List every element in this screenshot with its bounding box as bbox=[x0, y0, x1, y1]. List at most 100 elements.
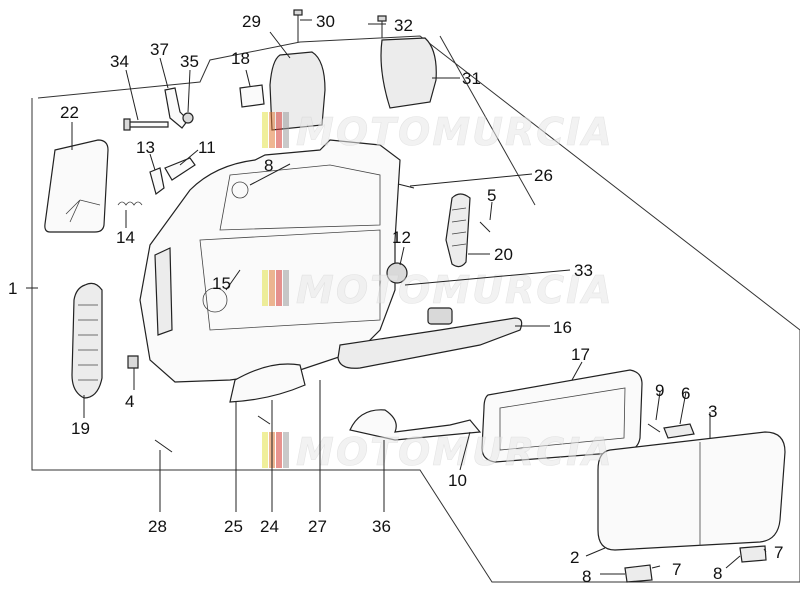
part-1-glovebox-body bbox=[139, 139, 401, 383]
part-7-clip-left bbox=[624, 564, 653, 583]
callout-c35: 35 bbox=[180, 52, 199, 71]
callout-c8c: 8 bbox=[713, 564, 722, 583]
callout-c33: 33 bbox=[574, 261, 593, 280]
callout-c8b: 8 bbox=[582, 567, 591, 586]
part-19-grille-lines bbox=[78, 304, 98, 381]
callout-c27: 27 bbox=[308, 517, 327, 536]
watermark-stripe bbox=[283, 270, 289, 306]
callout-c34: 34 bbox=[110, 52, 129, 71]
part-6-hinge bbox=[663, 423, 695, 439]
part-34-bolt bbox=[127, 121, 169, 128]
callout-c4: 4 bbox=[125, 392, 134, 411]
part-26-screw bbox=[397, 183, 415, 189]
part-31-side-cover bbox=[380, 37, 437, 109]
watermark-stripe bbox=[276, 112, 282, 148]
part-11-latch bbox=[164, 157, 196, 181]
part-24-lower-panel bbox=[229, 363, 306, 403]
leader-lines bbox=[26, 19, 767, 575]
frame-divider bbox=[439, 35, 536, 206]
callout-c32: 32 bbox=[394, 16, 413, 35]
callout-c19: 19 bbox=[71, 419, 90, 438]
callout-c1: 1 bbox=[8, 279, 17, 298]
watermark-logo: MOTOMURCIA bbox=[262, 430, 614, 474]
callout-c24: 24 bbox=[260, 517, 279, 536]
callout-c6: 6 bbox=[681, 384, 690, 403]
callout-c13: 13 bbox=[136, 138, 155, 157]
part-13-clip bbox=[149, 167, 165, 196]
part-28-screw bbox=[154, 439, 173, 453]
callout-c25: 25 bbox=[224, 517, 243, 536]
callout-c22: 22 bbox=[60, 103, 79, 122]
callout-c17: 17 bbox=[571, 345, 590, 364]
part-30-screw-head bbox=[293, 9, 303, 16]
callout-c26: 26 bbox=[534, 166, 553, 185]
part-17-gasket-inner bbox=[499, 387, 626, 451]
part-5-screw bbox=[479, 221, 491, 233]
watermark-logo: MOTOMURCIA bbox=[262, 110, 614, 154]
callout-c15: 15 bbox=[212, 274, 231, 293]
part-1-upper-rim bbox=[219, 164, 381, 231]
callout-c3: 3 bbox=[708, 402, 717, 421]
watermark-text: MOTOMURCIA bbox=[296, 268, 614, 312]
part-35-nut bbox=[182, 112, 194, 124]
callout-c20: 20 bbox=[494, 245, 513, 264]
watermark-stripe bbox=[262, 432, 268, 468]
callout-c18: 18 bbox=[231, 49, 250, 68]
part-22-mark bbox=[65, 199, 101, 223]
watermark-group: MOTOMURCIA MOTOMURCIA MOTOMURCIA bbox=[262, 110, 614, 474]
part-15-round-fitting bbox=[202, 287, 228, 313]
callout-c37: 37 bbox=[150, 40, 169, 59]
part-20-grille-lines bbox=[451, 207, 467, 247]
watermark-stripe bbox=[276, 432, 282, 468]
part-8-hole bbox=[231, 181, 249, 199]
watermark-stripe bbox=[283, 112, 289, 148]
part-22-plate bbox=[44, 139, 109, 233]
part-36-bracket bbox=[349, 409, 482, 441]
part-3-lid bbox=[597, 431, 786, 551]
callout-c12: 12 bbox=[392, 228, 411, 247]
callout-c5: 5 bbox=[487, 186, 496, 205]
callout-c14: 14 bbox=[116, 228, 135, 247]
watermark-stripe bbox=[283, 432, 289, 468]
part-16-clip bbox=[427, 307, 453, 325]
watermark-text: MOTOMURCIA bbox=[296, 110, 614, 154]
callout-c9: 9 bbox=[655, 381, 664, 400]
part-32-screw-head bbox=[377, 15, 387, 22]
part-20-right-grille bbox=[445, 193, 471, 268]
callout-c31: 31 bbox=[462, 69, 481, 88]
part-9-screw bbox=[647, 423, 661, 433]
watermark-stripe bbox=[262, 270, 268, 306]
part-12-lock bbox=[386, 262, 408, 284]
callout-c7b: 7 bbox=[774, 543, 783, 562]
part-1-grille-left bbox=[154, 247, 173, 336]
part-34-bolt-head bbox=[123, 118, 131, 131]
part-4-clip bbox=[127, 355, 139, 369]
part-29-top-cover bbox=[269, 51, 326, 131]
callout-c36: 36 bbox=[372, 517, 391, 536]
part-7-clip-right bbox=[739, 545, 767, 563]
watermark-logo: MOTOMURCIA bbox=[262, 268, 614, 312]
callout-c28: 28 bbox=[148, 517, 167, 536]
watermark-stripe bbox=[269, 270, 275, 306]
callout-c16: 16 bbox=[553, 318, 572, 337]
callout-c7a: 7 bbox=[672, 560, 681, 579]
watermark-text: MOTOMURCIA bbox=[296, 430, 614, 474]
part-1-inner-cavity bbox=[199, 229, 381, 331]
part-16-strip bbox=[337, 317, 523, 369]
watermark-stripe bbox=[269, 112, 275, 148]
callout-c8a: 8 bbox=[264, 156, 273, 175]
callout-c29: 29 bbox=[242, 12, 261, 31]
watermark-stripe bbox=[276, 270, 282, 306]
callout-c11: 11 bbox=[198, 138, 216, 157]
callout-c10: 10 bbox=[448, 471, 467, 490]
part-25-screw bbox=[257, 415, 271, 425]
part-19-left-grille bbox=[71, 282, 103, 399]
part-14-spring bbox=[117, 201, 143, 206]
callout-labels: 1 2 3 4 5 6 7 7 8 8 8 9 10 11 12 13 14 1… bbox=[8, 12, 783, 586]
watermark-stripe bbox=[262, 112, 268, 148]
assembly-frame bbox=[31, 35, 800, 583]
callout-c2: 2 bbox=[570, 548, 579, 567]
callout-c30: 30 bbox=[316, 12, 335, 31]
part-18-clip bbox=[239, 84, 265, 108]
